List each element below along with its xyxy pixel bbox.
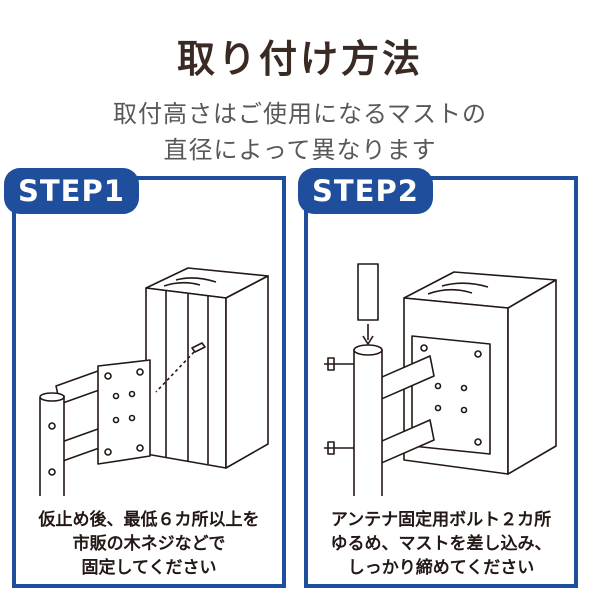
mast-holder-tube — [353, 349, 383, 496]
page-subtitle: 取付高さはご使用になるマストの 直径によって異なります — [0, 96, 600, 168]
wood-post-front — [145, 287, 227, 469]
screw-icon — [191, 342, 206, 353]
step1-illustration — [39, 267, 269, 496]
step2-illustration — [324, 263, 557, 496]
step2-label: STEP2 — [298, 168, 433, 214]
page-title: 取り付け方法 — [176, 37, 423, 81]
step2-panel: アンテナ固定用ボルト２カ所 ゆるめ、マストを差し込み、 しっかり締めてください — [304, 176, 578, 588]
subtitle-line-2: 直径によって異なります — [163, 136, 437, 164]
bolt-upper-icon — [324, 357, 354, 371]
bolt-lower-icon — [324, 441, 354, 455]
step1-label: STEP1 — [4, 168, 139, 214]
step1-caption-line: 市販の木ネジなどで — [72, 534, 226, 554]
mast-holder-tube — [39, 395, 65, 496]
step1-caption-line: 固定してください — [81, 558, 217, 578]
step2-caption-line: しっかり締めてください — [347, 558, 535, 578]
step2-caption: アンテナ固定用ボルト２カ所 ゆるめ、マストを差し込み、 しっかり締めてください — [312, 508, 570, 580]
step1-panel: 仮止め後、最低６カ所以上を 市販の木ネジなどで 固定してください — [12, 176, 286, 588]
step1-caption-line: 仮止め後、最低６カ所以上を — [38, 510, 260, 530]
subtitle-line-1: 取付高さはご使用になるマストの — [112, 100, 488, 128]
wood-post-side — [225, 275, 269, 469]
step2-caption-line: ゆるめ、マストを差し込み、 — [330, 534, 552, 554]
step1-caption: 仮止め後、最低６カ所以上を 市販の木ネジなどで 固定してください — [20, 508, 278, 580]
step2-caption-line: アンテナ固定用ボルト２カ所 — [330, 510, 552, 530]
wood-post-side — [507, 279, 557, 475]
mast — [357, 263, 379, 321]
mounting-plate — [97, 359, 151, 465]
